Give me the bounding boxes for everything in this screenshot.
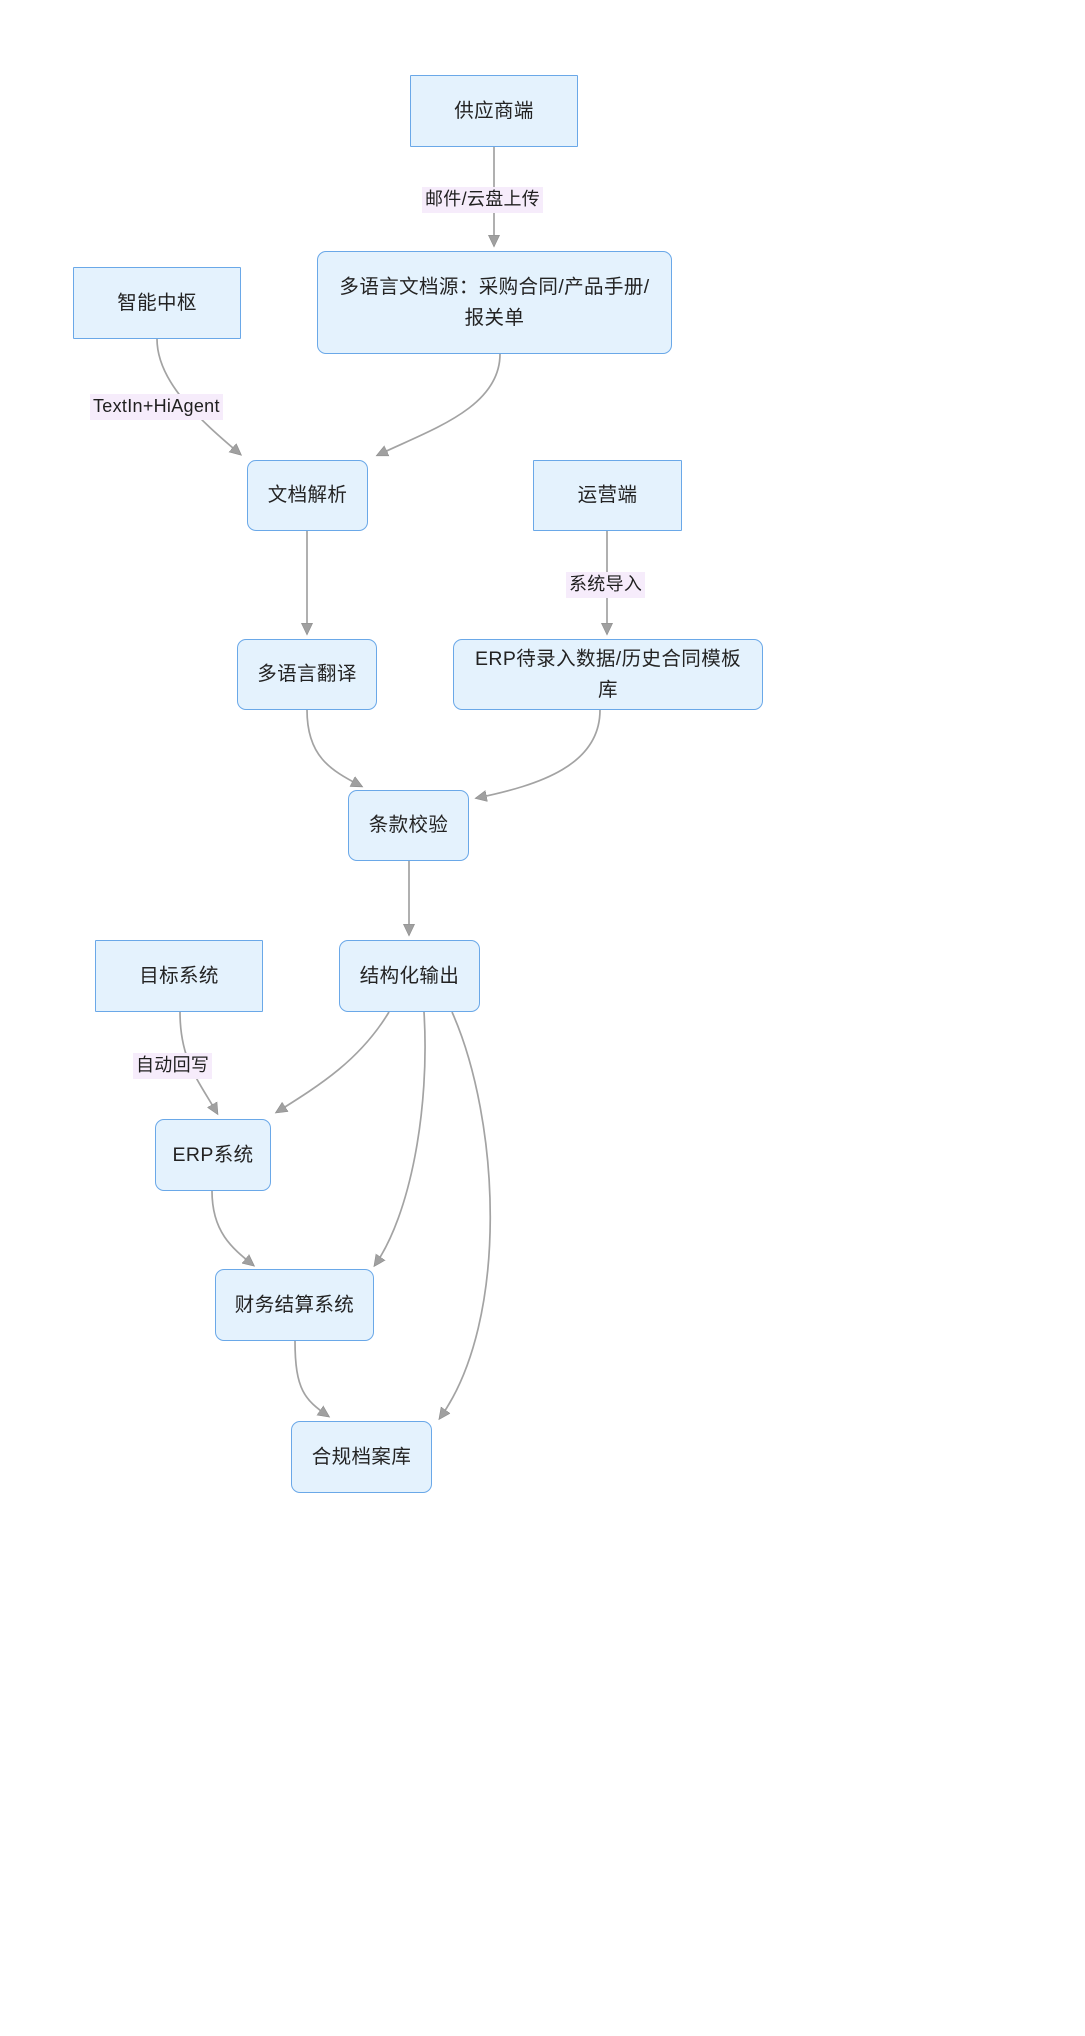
edge-erpdata-clause [477, 709, 601, 798]
node-hub[interactable]: 智能中枢 [73, 267, 241, 339]
node-docsource[interactable]: 多语言文档源：采购合同/产品手册/报关单 [317, 251, 672, 354]
edge-label-upload: 邮件/云盘上传 [422, 187, 544, 213]
node-hub-label: 智能中枢 [117, 291, 197, 314]
edge-structured-archive [440, 1011, 492, 1418]
node-parse-label: 文档解析 [267, 484, 348, 507]
node-translate[interactable]: 多语言翻译 [237, 639, 377, 710]
edge-translate-clause [306, 709, 361, 786]
edge-structured-erpsys [277, 1011, 390, 1112]
node-erpdata-label: ERP待录入数据/历史合同模板库 [474, 648, 741, 701]
node-translate-label: 多语言翻译 [257, 663, 357, 686]
node-parse[interactable]: 文档解析 [247, 460, 368, 531]
edge-structured-finance [375, 1011, 426, 1265]
node-supplier[interactable]: 供应商端 [410, 75, 578, 147]
node-clause[interactable]: 条款校验 [348, 790, 469, 861]
edge-finance-archive [294, 1340, 328, 1416]
edge-label-import: 系统导入 [566, 572, 646, 598]
node-ops-label: 运营端 [577, 484, 638, 507]
node-erpsys-label: ERP系统 [172, 1143, 254, 1166]
edge-docsource-parse [378, 353, 501, 455]
node-ops[interactable]: 运营端 [533, 460, 682, 531]
node-supplier-label: 供应商端 [454, 99, 534, 122]
node-erpdata[interactable]: ERP待录入数据/历史合同模板库 [453, 639, 763, 710]
node-structured[interactable]: 结构化输出 [339, 940, 480, 1012]
node-finance[interactable]: 财务结算系统 [215, 1269, 374, 1341]
node-finance-label: 财务结算系统 [234, 1293, 355, 1316]
edge-label-textin: TextIn+HiAgent [90, 394, 223, 420]
node-archive-label: 合规档案库 [311, 1445, 412, 1468]
node-clause-label: 条款校验 [368, 814, 449, 837]
edge-erpsys-finance [211, 1190, 253, 1265]
node-docsource-label: 多语言文档源：采购合同/产品手册/报关单 [339, 276, 650, 329]
node-erpsys[interactable]: ERP系统 [155, 1119, 271, 1191]
node-target[interactable]: 目标系统 [95, 940, 263, 1012]
node-target-label: 目标系统 [139, 964, 219, 987]
node-structured-label: 结构化输出 [359, 964, 460, 987]
edge-label-writeback: 自动回写 [133, 1053, 213, 1079]
node-archive[interactable]: 合规档案库 [291, 1421, 432, 1493]
